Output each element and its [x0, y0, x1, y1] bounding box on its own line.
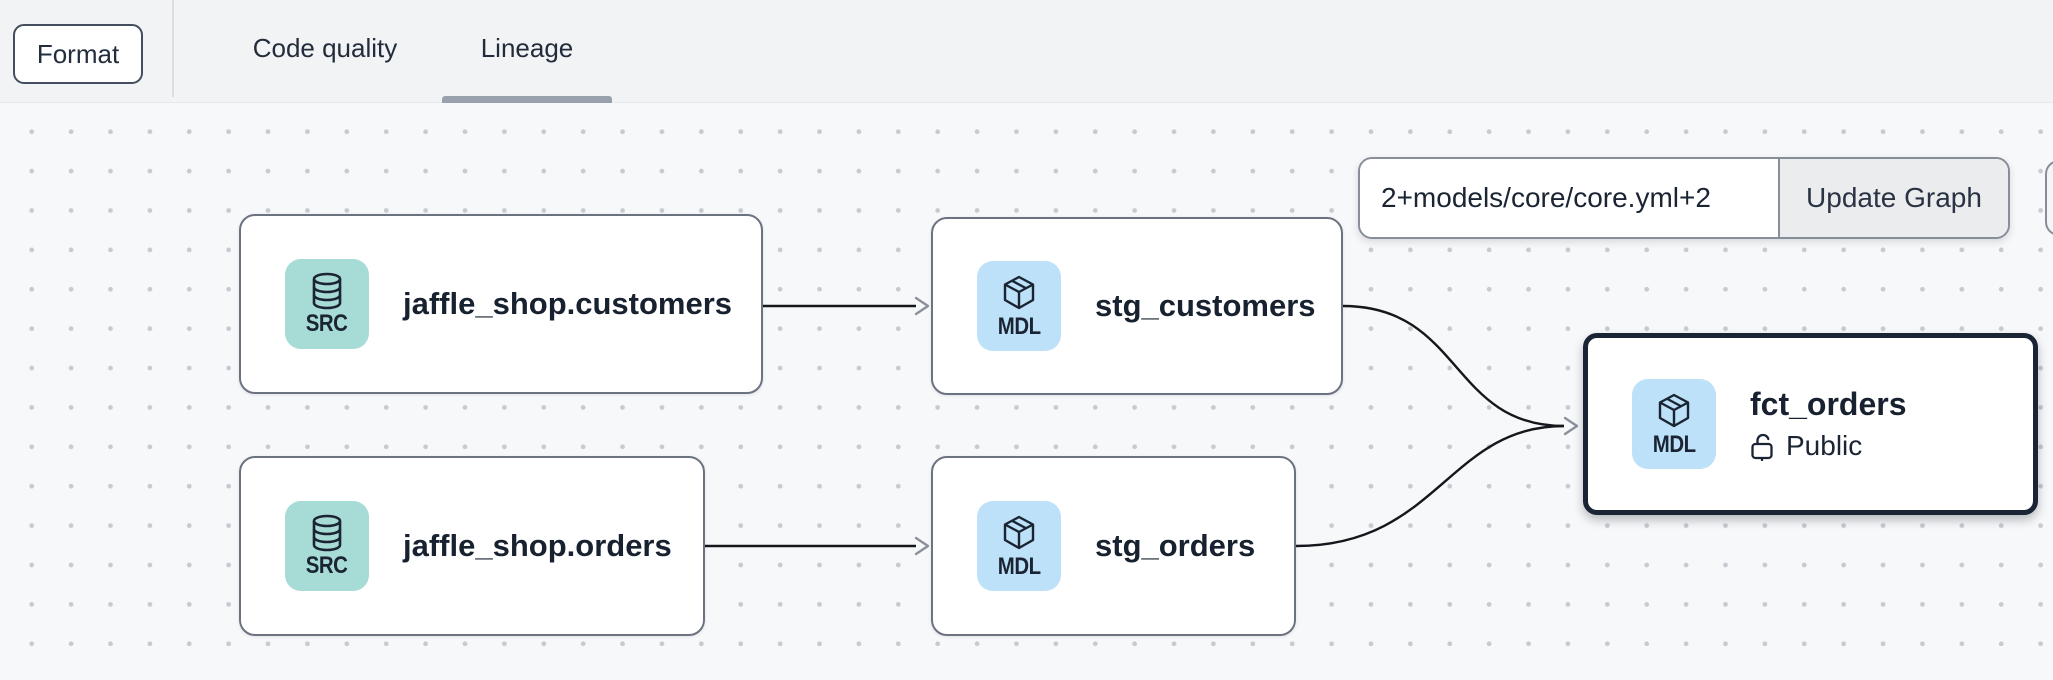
- database-icon: [312, 514, 342, 552]
- header-divider: [172, 0, 174, 97]
- active-tab-underline: [442, 96, 612, 103]
- clipped-right-button[interactable]: [2045, 160, 2053, 236]
- update-graph-button[interactable]: Update Graph: [1778, 159, 2008, 237]
- node-title: fct_orders: [1750, 386, 1907, 422]
- node-jaffle-shop-orders[interactable]: SRC jaffle_shop.orders: [239, 456, 705, 636]
- package-icon: [1003, 515, 1035, 550]
- lineage-selector-group: Update Graph: [1358, 157, 2010, 239]
- node-badge: MDL: [997, 313, 1041, 340]
- node-title: stg_orders: [1095, 528, 1256, 563]
- top-bar: Format Code quality Lineage: [0, 0, 2053, 103]
- node-title: stg_customers: [1095, 288, 1316, 323]
- node-fct-orders[interactable]: MDL fct_orders Public: [1583, 333, 2038, 515]
- tab-lineage[interactable]: Lineage: [480, 33, 574, 63]
- node-badge: SRC: [306, 310, 348, 337]
- format-button[interactable]: Format: [13, 24, 143, 84]
- tab-code-quality[interactable]: Code quality: [252, 33, 398, 63]
- node-badge: MDL: [1652, 431, 1696, 458]
- unlock-icon: [1751, 433, 1773, 461]
- source-type-chip: SRC: [285, 501, 369, 591]
- source-type-chip: SRC: [285, 259, 369, 349]
- access-row: Public: [1750, 430, 1907, 462]
- node-title: jaffle_shop.customers: [403, 286, 733, 321]
- node-title: jaffle_shop.orders: [403, 528, 672, 563]
- model-type-chip: MDL: [977, 501, 1061, 591]
- node-stg-customers[interactable]: MDL stg_customers: [931, 217, 1343, 395]
- node-jaffle-shop-customers[interactable]: SRC jaffle_shop.customers: [239, 214, 763, 394]
- node-stg-orders[interactable]: MDL stg_orders: [931, 456, 1296, 636]
- model-type-chip: MDL: [977, 261, 1061, 351]
- node-badge: MDL: [997, 553, 1041, 580]
- access-label: Public: [1786, 430, 1863, 461]
- node-badge: SRC: [306, 552, 348, 579]
- model-type-chip: MDL: [1632, 379, 1716, 469]
- package-icon: [1003, 275, 1035, 310]
- database-icon: [312, 272, 342, 310]
- package-icon: [1658, 393, 1690, 428]
- selector-input[interactable]: [1360, 159, 1778, 237]
